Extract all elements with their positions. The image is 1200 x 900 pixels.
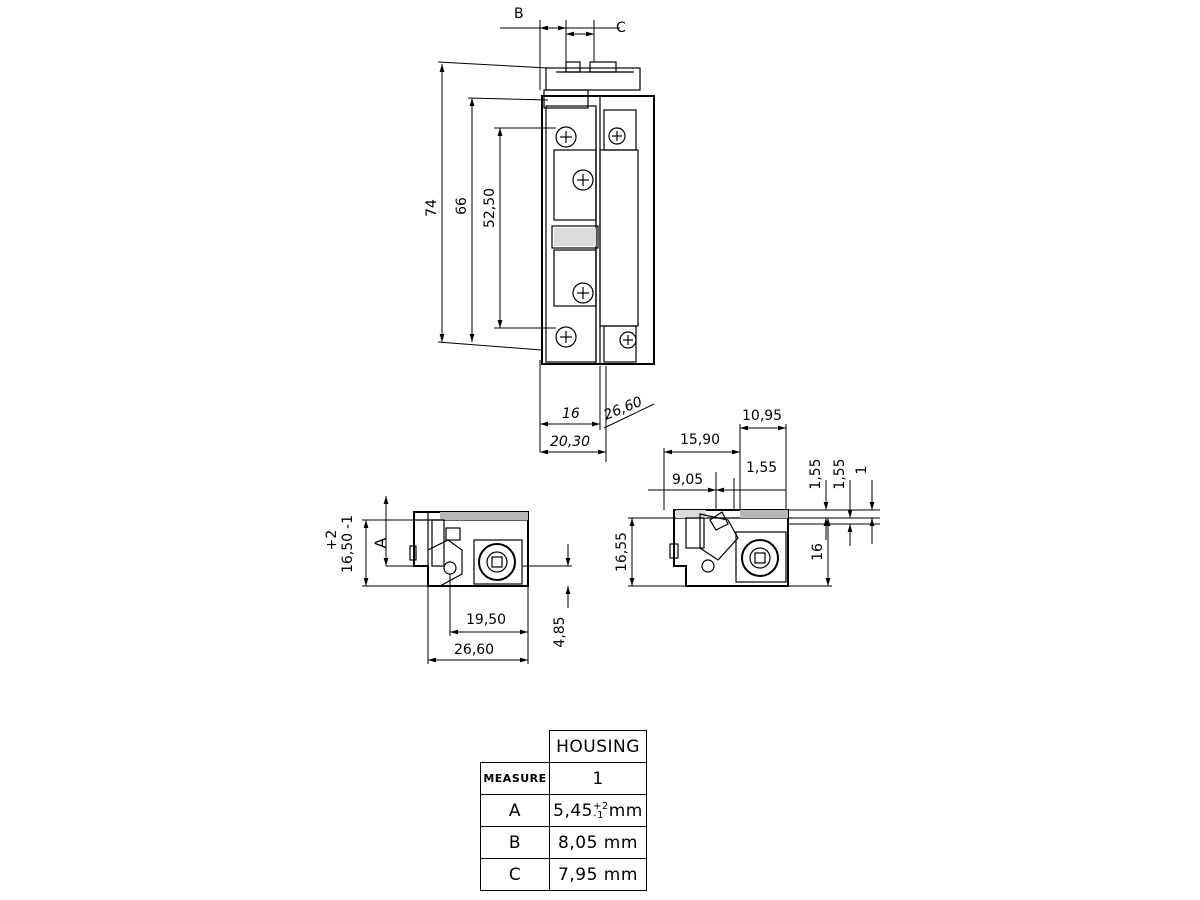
dim-1950-label: 19,50 <box>466 612 506 628</box>
dim-155-label: 1,55 <box>746 460 777 476</box>
screw-icon <box>572 169 594 191</box>
row-label-b: B <box>480 826 550 859</box>
dim-1650-tol-minus: -1 <box>340 515 356 529</box>
dim-66-label: 66 <box>454 197 470 215</box>
table-row: HOUSING <box>481 730 647 763</box>
measure-label: MEASURE <box>480 762 550 795</box>
dim-155b-label: 1,55 <box>832 458 848 489</box>
row-value-b: 8,05 mm <box>549 826 647 859</box>
dim-16-label: 16 <box>562 406 580 422</box>
table-row: MEASURE 1 <box>480 762 647 795</box>
row-value-a: 5,45+2-1 mm <box>549 794 647 827</box>
measure-table: HOUSING MEASURE 1 A 5,45+2-1 mm B 8,05 mm… <box>480 730 647 891</box>
dim-a-label: A <box>371 537 390 548</box>
dim-1095-label: 10,95 <box>742 408 782 424</box>
dim-905-label: 9,05 <box>672 472 703 488</box>
screw-icon <box>555 126 577 148</box>
front-view: B C 74 66 52,50 16 20,30 26,60 <box>424 6 655 462</box>
screw-icon <box>572 282 594 304</box>
screw-icon <box>619 331 637 349</box>
dim-1-label: 1 <box>854 466 870 475</box>
dim-485-label: 4,85 <box>552 616 568 647</box>
row-value-a-sub: -1 <box>592 809 604 821</box>
screw-icon <box>555 326 577 348</box>
row-value-a-sup: +2 <box>592 800 609 812</box>
dim-b-label: B <box>514 6 524 22</box>
right-side-view: 10,95 15,90 9,05 1,55 1,55 1,55 1 16 16,… <box>614 408 880 587</box>
table-row: A 5,45+2-1 mm <box>480 794 647 827</box>
table-row: B 8,05 mm <box>480 826 647 859</box>
housing-header: HOUSING <box>549 730 647 763</box>
row-value-c: 7,95 mm <box>549 858 647 891</box>
measure-value: 1 <box>549 762 647 795</box>
dim-52-label: 52,50 <box>482 188 498 228</box>
dim-1650-tol-plus: +2 <box>324 530 340 551</box>
row-label-a: A <box>480 794 550 827</box>
table-row: C 7,95 mm <box>480 858 647 891</box>
dim-74-label: 74 <box>424 199 440 217</box>
dim-c-label: C <box>616 20 626 36</box>
dim-155a-label: 1,55 <box>808 458 824 489</box>
dim-1590-label: 15,90 <box>680 432 720 448</box>
row-value-a-number: 5,45 <box>553 800 593 821</box>
dim-2030-label: 20,30 <box>550 434 590 450</box>
dim-2660-side-label: 26,60 <box>454 642 494 658</box>
dim-16-side-label: 16 <box>810 543 826 561</box>
row-value-a-unit: mm <box>608 800 643 821</box>
left-side-view: 16,50 +2 -1 A 19,50 26,60 4,85 <box>324 496 572 664</box>
screw-icon <box>608 127 626 145</box>
dim-1650-label: 16,50 <box>340 533 356 573</box>
row-label-c: C <box>480 858 550 891</box>
dim-1655-label: 16,55 <box>614 532 630 572</box>
